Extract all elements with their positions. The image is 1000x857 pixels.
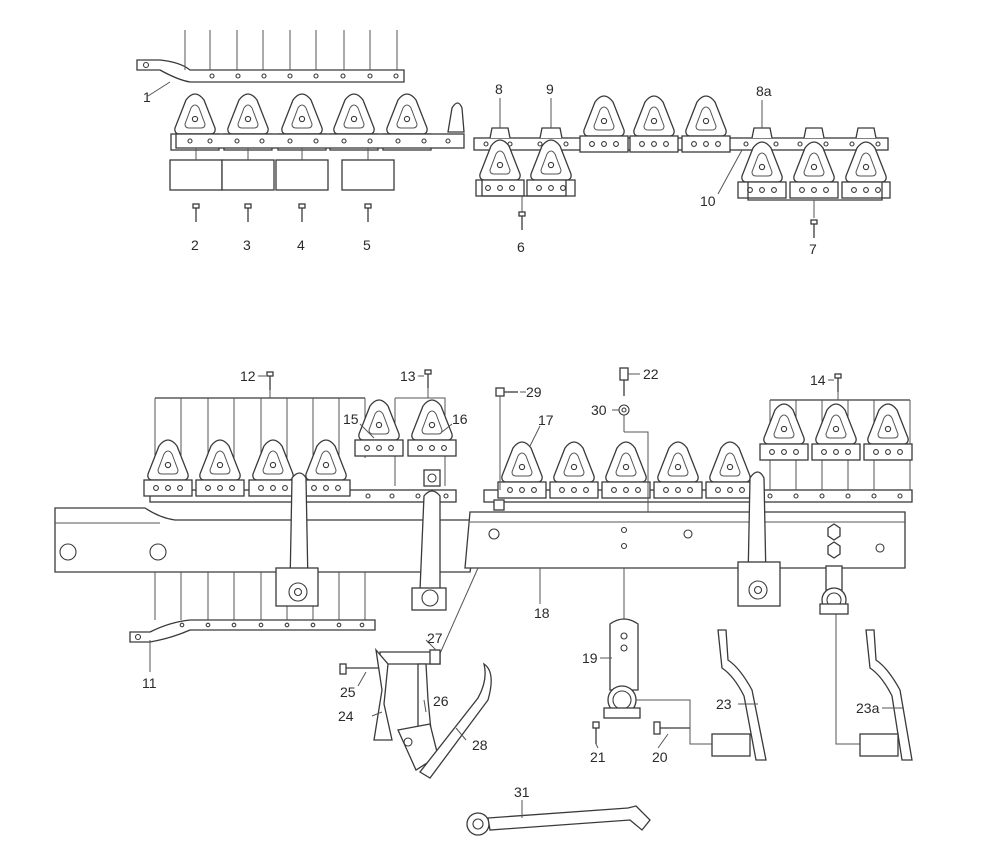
label-part-4: 4 xyxy=(297,237,305,253)
label-part-5: 5 xyxy=(363,237,371,253)
top-leader-lines xyxy=(147,81,763,195)
label-part-28: 28 xyxy=(472,737,488,753)
label-part-8: 8 xyxy=(495,81,503,97)
label-part-21: 21 xyxy=(590,749,606,765)
top-left-knife-assembly xyxy=(136,30,465,223)
label-part-1: 1 xyxy=(143,89,151,105)
label-part-11: 11 xyxy=(142,675,157,691)
label-part-6: 6 xyxy=(517,239,525,255)
top-right-knife-assembly xyxy=(473,95,891,239)
label-part-18: 18 xyxy=(534,605,550,621)
label-part-13: 13 xyxy=(400,368,416,384)
wrench-part-31 xyxy=(466,805,651,836)
label-part-19: 19 xyxy=(582,650,598,666)
label-part-3: 3 xyxy=(243,237,251,253)
label-part-10: 10 xyxy=(700,193,716,209)
label-part-26: 26 xyxy=(433,693,449,709)
label-part-2: 2 xyxy=(191,237,199,253)
label-part-9: 9 xyxy=(546,81,554,97)
label-part-25: 25 xyxy=(340,684,356,700)
label-part-12: 12 xyxy=(240,368,256,384)
label-part-31: 31 xyxy=(514,784,530,800)
bottom-cutter-bar-assembly xyxy=(54,367,913,779)
label-part-8a: 8a xyxy=(756,83,772,99)
part-labels: 1 2 3 4 5 6 7 8 8a 9 10 11 12 13 14 15 1… xyxy=(142,81,880,800)
label-part-24: 24 xyxy=(338,708,354,724)
bottom-leader-lines xyxy=(149,373,904,818)
label-part-14: 14 xyxy=(810,372,826,388)
label-part-16: 16 xyxy=(452,411,468,427)
label-part-17: 17 xyxy=(538,412,554,428)
label-part-20: 20 xyxy=(652,749,668,765)
label-part-23a: 23a xyxy=(856,700,880,716)
label-part-15: 15 xyxy=(343,411,359,427)
label-part-22: 22 xyxy=(643,366,659,382)
label-part-27: 27 xyxy=(427,630,443,646)
label-part-29: 29 xyxy=(526,384,542,400)
label-part-23: 23 xyxy=(716,696,732,712)
label-part-30: 30 xyxy=(591,402,607,418)
label-part-7: 7 xyxy=(809,241,817,257)
